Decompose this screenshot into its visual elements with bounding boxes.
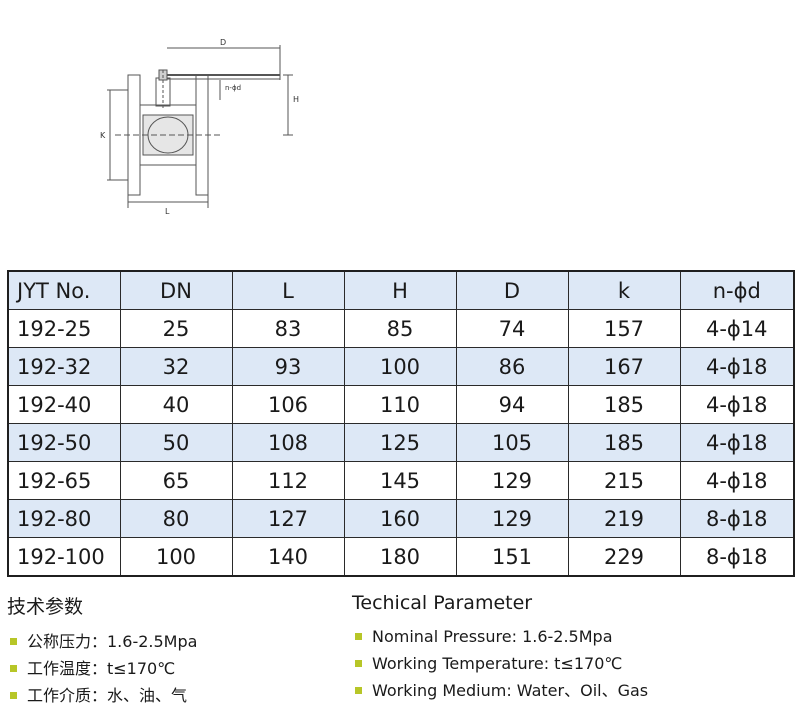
cell-k: 229 [567,537,681,577]
list-item: Nominal Pressure: 1.6-2.5Mpa [352,623,648,650]
dim-label-nd: n-ϕd [225,84,241,92]
spec-table: JYT No. DN L H D k n-ϕd 192-25 25 83 85 … [7,270,795,577]
cell-h: 85 [343,309,457,348]
cell-k: 215 [567,461,681,500]
table-header-row: JYT No. DN L H D k n-ϕd [7,270,795,310]
header-l: L [231,270,345,310]
square-bullet-icon [10,692,17,699]
list-item: 工作温度：t≤170℃ [7,655,197,682]
cell-h: 180 [343,537,457,577]
header-jyt-no: JYT No. [7,270,121,310]
dim-label-k: K [100,131,106,140]
cell-h: 125 [343,423,457,462]
cell-l: 140 [231,537,345,577]
param-en-pressure: Nominal Pressure: 1.6-2.5Mpa [372,627,613,646]
cell-n-phi-d: 4-ϕ18 [679,423,795,462]
cell-n-phi-d: 4-ϕ18 [679,385,795,424]
cell-dn: 40 [119,385,233,424]
table-row: 192-65 65 112 145 129 215 4-ϕ18 [7,461,795,500]
cell-dn: 65 [119,461,233,500]
params-english: Techical Parameter Nominal Pressure: 1.6… [352,592,648,704]
header-h: H [343,270,457,310]
cell-h: 145 [343,461,457,500]
cell-k: 185 [567,423,681,462]
cell-d: 74 [455,309,569,348]
header-d: D [455,270,569,310]
cell-model: 192-80 [7,499,121,538]
cell-model: 192-32 [7,347,121,386]
cell-n-phi-d: 4-ϕ18 [679,461,795,500]
cell-d: 86 [455,347,569,386]
header-n-phi-d: n-ϕd [679,270,795,310]
table-row: 192-32 32 93 100 86 167 4-ϕ18 [7,347,795,386]
cell-l: 106 [231,385,345,424]
params-chinese: 技术参数 公称压力：1.6-2.5Mpa 工作温度：t≤170℃ 工作介质：水、… [7,592,197,709]
square-bullet-icon [355,633,362,640]
params-en-title: Techical Parameter [352,592,533,614]
list-item: 公称压力：1.6-2.5Mpa [7,628,197,655]
cell-model: 192-50 [7,423,121,462]
ball-valve-drawing: D H K L n-ϕd [100,38,299,216]
cell-n-phi-d: 4-ϕ14 [679,309,795,348]
dim-label-d: D [220,38,226,47]
param-en-temperature: Working Temperature: t≤170℃ [372,654,623,673]
cell-h: 160 [343,499,457,538]
table-row: 192-25 25 83 85 74 157 4-ϕ14 [7,309,795,348]
table-row: 192-80 80 127 160 129 219 8-ϕ18 [7,499,795,538]
cell-d: 129 [455,499,569,538]
cell-d: 94 [455,385,569,424]
cell-n-phi-d: 4-ϕ18 [679,347,795,386]
square-bullet-icon [355,660,362,667]
list-item: Working Temperature: t≤170℃ [352,650,648,677]
cell-l: 83 [231,309,345,348]
square-bullet-icon [10,638,17,645]
cell-dn: 32 [119,347,233,386]
cell-k: 219 [567,499,681,538]
cell-d: 129 [455,461,569,500]
cell-k: 157 [567,309,681,348]
header-k: k [567,270,681,310]
cell-n-phi-d: 8-ϕ18 [679,499,795,538]
header-dn: DN [119,270,233,310]
cell-model: 192-65 [7,461,121,500]
cell-d: 105 [455,423,569,462]
params-cn-title: 技术参数 [7,596,84,618]
cell-l: 112 [231,461,345,500]
cell-model: 192-25 [7,309,121,348]
cell-model: 192-100 [7,537,121,577]
param-en-medium: Working Medium: Water、Oil、Gas [372,681,649,700]
square-bullet-icon [10,665,17,672]
table-row: 192-40 40 106 110 94 185 4-ϕ18 [7,385,795,424]
valve-bore [142,114,194,156]
table-row: 192-50 50 108 125 105 185 4-ϕ18 [7,423,795,462]
cell-n-phi-d: 8-ϕ18 [679,537,795,577]
table-row: 192-100 100 140 180 151 229 8-ϕ18 [7,537,795,577]
list-item: Working Medium: Water、Oil、Gas [352,677,648,704]
square-bullet-icon [355,687,362,694]
param-cn-medium: 工作介质：水、油、气 [27,686,188,705]
cell-k: 185 [567,385,681,424]
cell-dn: 100 [119,537,233,577]
param-cn-temperature: 工作温度：t≤170℃ [27,659,176,678]
cell-h: 110 [343,385,457,424]
dim-label-h: H [293,95,299,104]
cell-d: 151 [455,537,569,577]
cell-model: 192-40 [7,385,121,424]
cell-dn: 50 [119,423,233,462]
list-item: 工作介质：水、油、气 [7,682,197,709]
cell-l: 108 [231,423,345,462]
cell-dn: 80 [119,499,233,538]
param-cn-pressure: 公称压力：1.6-2.5Mpa [27,632,198,651]
cell-l: 93 [231,347,345,386]
cell-k: 167 [567,347,681,386]
cell-dn: 25 [119,309,233,348]
dim-label-l: L [165,207,170,216]
cell-h: 100 [343,347,457,386]
cell-l: 127 [231,499,345,538]
